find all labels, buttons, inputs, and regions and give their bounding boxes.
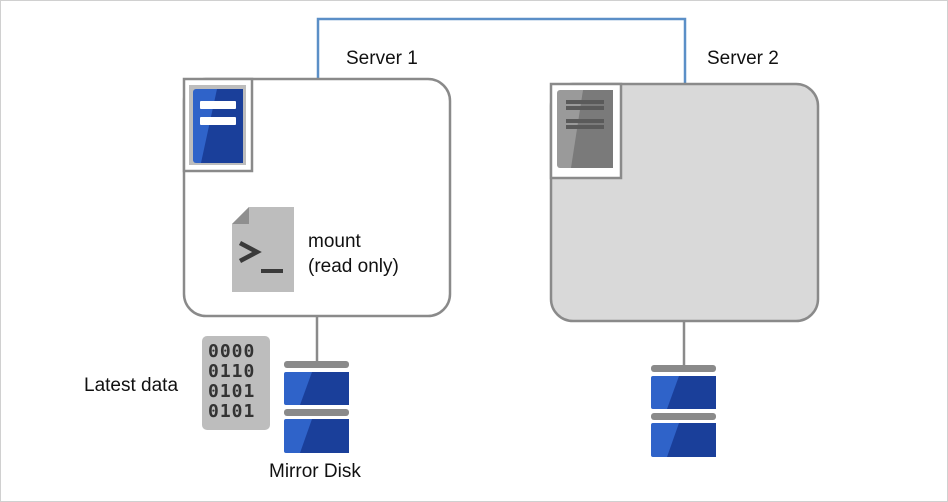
binary-row: 0101 (208, 401, 256, 422)
server2-label: Server 2 (707, 48, 779, 69)
binary-row: 0000 (208, 341, 256, 362)
standby-server-icon (549, 82, 623, 180)
binary-data-icon (202, 336, 270, 430)
server2-disk-icon (651, 365, 716, 457)
mirror-disk-label: Mirror Disk (269, 461, 361, 482)
latest-data-label: Latest data (84, 375, 179, 396)
server1-label: Server 1 (346, 48, 418, 69)
mirror-disk-icon (284, 361, 349, 453)
binary-row: 0101 (208, 381, 256, 402)
mount-mode-label: (read only) (308, 256, 399, 277)
mount-label: mount (308, 231, 361, 252)
terminal-script-icon (232, 207, 294, 292)
network-line (316, 17, 687, 84)
active-server-icon (182, 77, 254, 173)
binary-row: 0110 (208, 361, 256, 382)
